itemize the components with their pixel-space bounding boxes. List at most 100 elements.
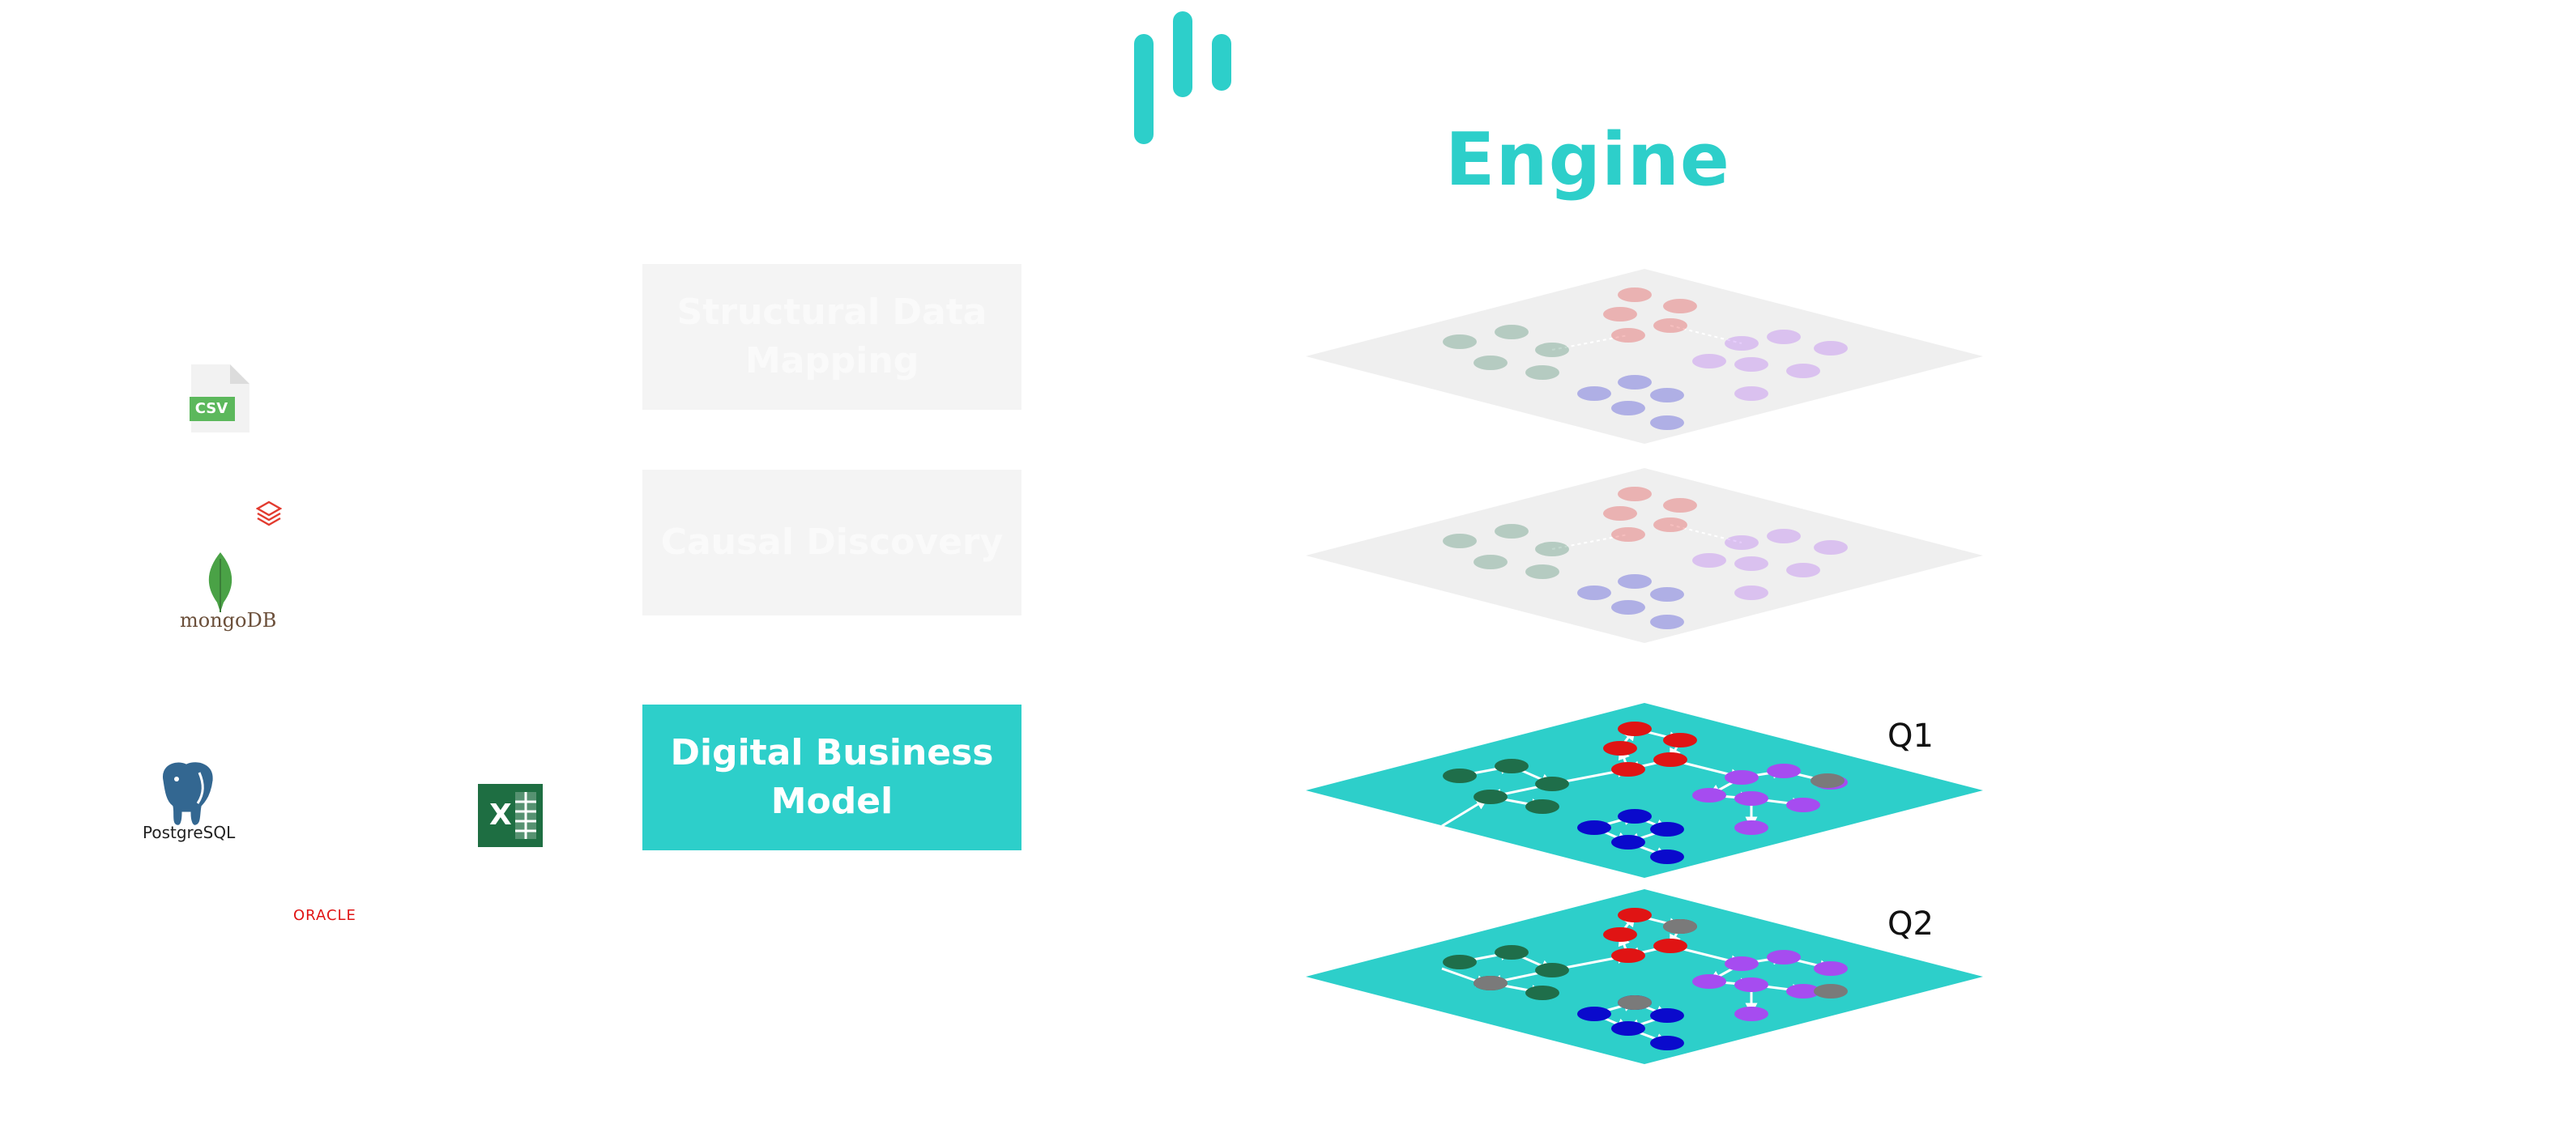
graph-node-purple [1767,950,1801,965]
graph-node-blue [1650,587,1684,602]
graph-node-blue [1650,1008,1684,1023]
graph-node-purple [1786,984,1820,999]
graph-node-purple [1725,770,1759,785]
graph-node-blue [1618,375,1652,390]
graph-node-gray [1474,976,1508,990]
graph-node-green [1525,799,1559,814]
layer-plane [1306,889,1983,1064]
graph-node-red [1653,318,1687,333]
graph-node-green [1443,334,1477,349]
graph-layer-1 [1306,269,1983,444]
oracle-logo: ORACLE [293,907,356,924]
layer-plane [1306,703,1983,878]
step-causal-discovery: Causal Discovery [642,470,1021,615]
postgresql-label-text: PostgreSQL [143,823,236,842]
graph-node-green [1474,356,1508,370]
step-structural-data-mapping: Structural Data Mapping [642,264,1021,410]
graph-edge-faded [1670,524,1742,543]
graph-node-blue [1650,388,1684,402]
graph-node-green [1535,963,1569,977]
graph-node-blue [1650,1036,1684,1050]
graph-node-green [1495,945,1529,960]
layer-label-q1: Q1 [1887,718,1934,755]
graph-node-red [1611,762,1645,777]
graph-node-red [1663,299,1697,313]
brand-logo-icon [1134,11,1231,144]
graph-node-red [1611,328,1645,343]
graph-node-purple [1734,820,1768,835]
graph-node-purple [1767,330,1801,344]
graph-node-red [1618,487,1652,501]
graph-node-blue [1650,850,1684,864]
mongodb-label: mongoDB [180,609,277,632]
graph-node-purple [1814,540,1848,555]
graph-node-green [1495,325,1529,339]
graph-node-purple [1734,586,1768,600]
graph-node-red [1663,733,1697,747]
graph-node-red [1603,927,1637,942]
layer-plane [1306,269,1983,444]
graph-node-purple [1786,798,1820,812]
graph-node-green [1535,542,1569,556]
csv-label: CSV [194,400,228,417]
mongodb-leaf-icon [208,552,232,612]
layer-plane [1306,468,1983,643]
graph-edge-incoming [1441,797,1489,828]
graph-node-purple [1734,1007,1768,1021]
graph-node-purple [1734,556,1768,571]
databricks-icon [256,500,282,526]
graph-node-blue [1577,1007,1611,1021]
graph-node-green [1495,524,1529,539]
graph-node-green [1443,769,1477,783]
graph-node-red [1618,287,1652,302]
graph-node-purple [1734,977,1768,992]
graph-node-blue [1650,615,1684,629]
graph-node-green [1535,777,1569,791]
graph-layer-4 [1306,889,1983,1064]
graph-node-blue [1650,415,1684,430]
graph-node-blue [1577,586,1611,600]
graph-node-red [1653,517,1687,532]
layer-label-q2: Q2 [1887,905,1934,943]
graph-node-green [1525,986,1559,1000]
graph-node-purple [1786,563,1820,577]
graph-node-blue [1577,820,1611,835]
graph-layer-3 [1306,703,1983,878]
graph-node-gray [1810,773,1845,788]
graph-node-purple [1692,788,1726,803]
graph-node-green [1443,534,1477,548]
graph-node-purple [1767,764,1801,778]
graph-layer-2 [1306,468,1983,643]
graph-node-purple [1692,354,1726,368]
graph-node-blue [1611,1021,1645,1036]
graph-node-purple [1767,529,1801,543]
graph-node-purple [1734,386,1768,401]
graph-node-red [1611,527,1645,542]
graph-node-purple [1734,357,1768,372]
graph-node-green [1474,555,1508,569]
graph-node-purple [1692,553,1726,568]
graph-node-blue [1577,386,1611,401]
graph-node-purple [1734,791,1768,806]
graph-node-red [1618,722,1652,736]
graph-node-purple [1725,535,1759,550]
graph-node-gray [1814,984,1848,999]
graph-node-gray [1663,919,1697,934]
graph-node-gray [1618,995,1652,1010]
graph-node-blue [1611,835,1645,850]
graph-node-blue [1611,401,1645,415]
graph-node-red [1618,908,1652,922]
graph-node-blue [1618,809,1652,824]
csv-file-icon [190,364,249,432]
graph-edge-faded [1670,325,1742,344]
postgresql-label: PostgreSQL [143,823,235,842]
graph-node-red [1603,307,1637,322]
graph-node-green [1443,955,1477,969]
graph-node-green [1525,564,1559,579]
graph-node-red [1653,752,1687,767]
page-title: Engine [1445,117,1730,202]
graph-node-blue [1611,600,1645,615]
graph-node-purple [1692,974,1726,989]
graph-node-green [1535,343,1569,357]
